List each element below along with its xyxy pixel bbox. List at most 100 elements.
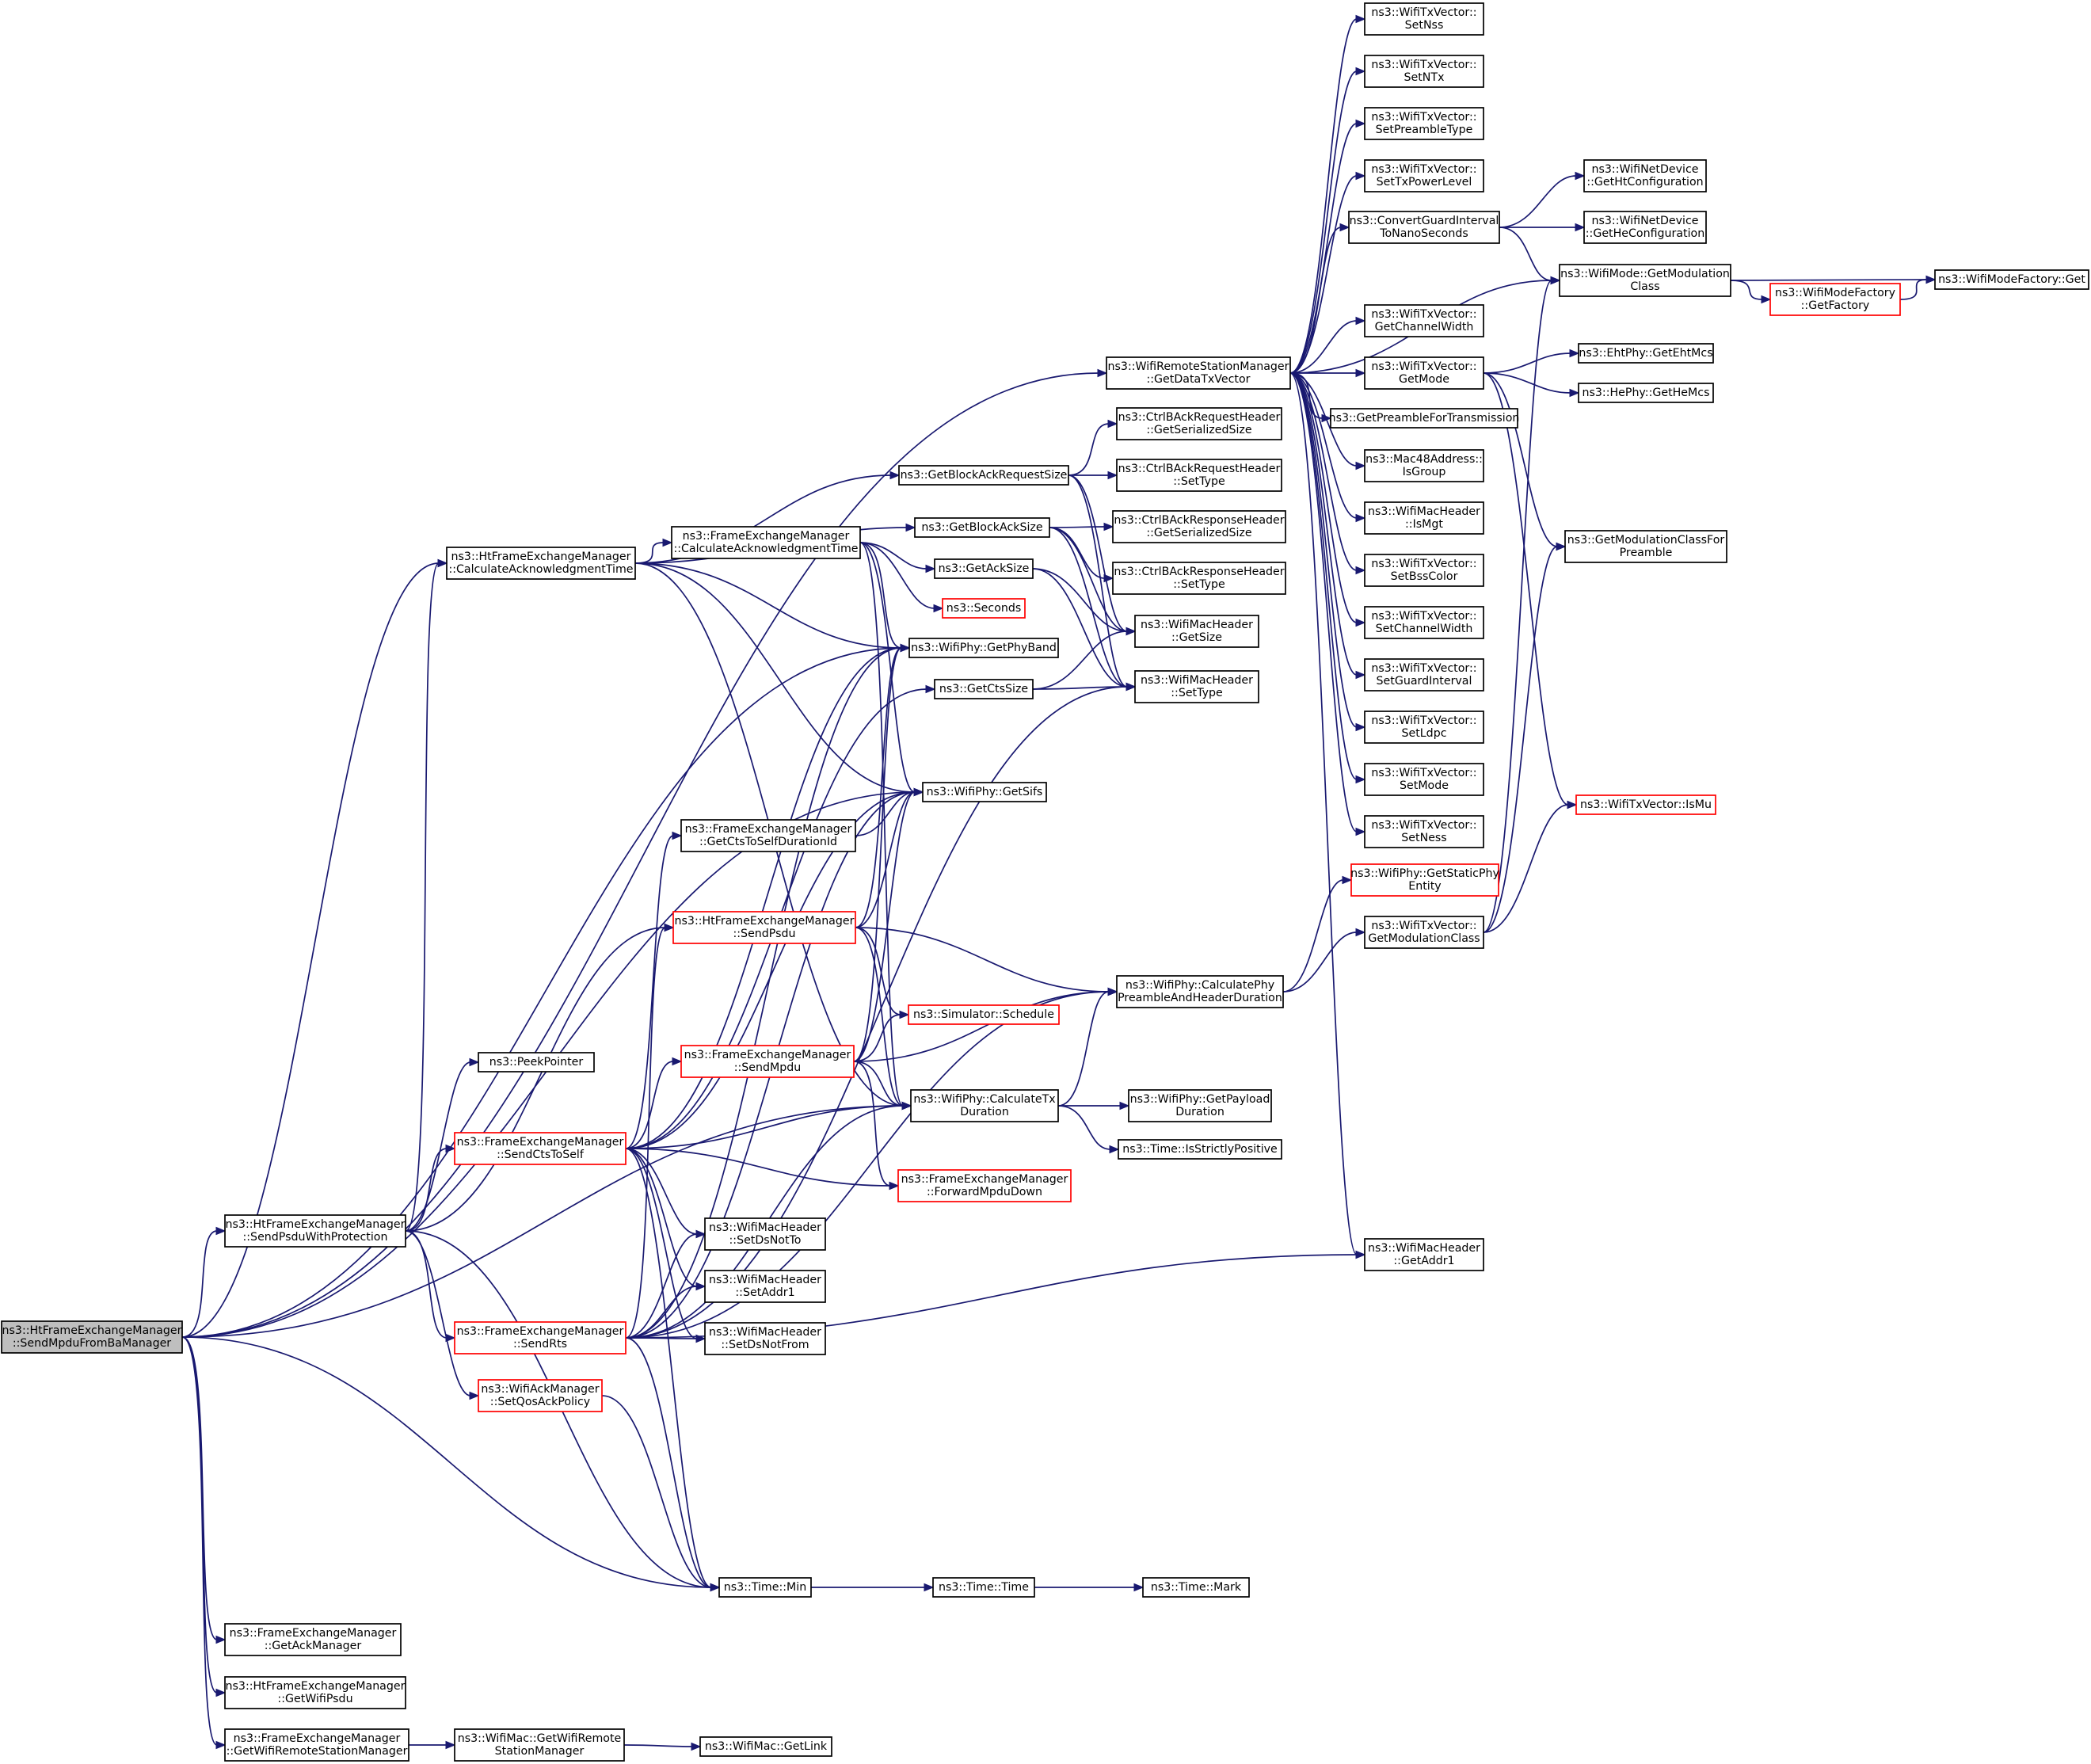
arrowhead [1569,349,1580,358]
node-txv-is-mu[interactable]: ns3::WifiTxVector::IsMu [1575,794,1716,815]
node-label: ns3::WifiMac::GetLink [705,1740,828,1753]
edge-root-to-get-wifi-rsm [181,1336,218,1746]
node-set-channel-width[interactable]: ns3::WifiTxVector::SetChannelWidth [1364,606,1484,639]
node-set-qos-ack-policy[interactable]: ns3::WifiAckManager::SetQosAckPolicy [478,1379,603,1412]
node-box [914,517,1050,538]
node-label: ns3::CtrlBAckResponseHeader [1114,566,1284,578]
edge-get-data-tx-vector-to-is-group [1289,372,1358,467]
node-get-sifs[interactable]: ns3::WifiPhy::GetSifs [922,782,1047,802]
node-ht-send-psdu[interactable]: ns3::HtFrameExchangeManager::SendPsdu [672,911,856,944]
node-box [1364,711,1484,744]
node-get-he-config[interactable]: ns3::WifiNetDevice::GetHeConfiguration [1583,211,1707,244]
node-fem-calc-ack[interactable]: ns3::FrameExchangeManager::CalculateAckn… [671,526,861,559]
node-mac-get-wifi-rsm[interactable]: ns3::WifiMac::GetWifiRemoteStationManage… [454,1728,625,1762]
node-get-bar-size[interactable]: ns3::GetBlockAckRequestSize [898,465,1069,486]
node-get-addr1[interactable]: ns3::WifiMacHeader::GetAddr1 [1364,1238,1484,1271]
node-set-ldpc[interactable]: ns3::WifiTxVector::SetLdpc [1364,711,1484,744]
node-label: Preamble [1620,547,1673,559]
node-get-wifi-rsm[interactable]: ns3::FrameExchangeManager::GetWifiRemote… [224,1728,409,1762]
node-set-tx-power-level[interactable]: ns3::WifiTxVector::SetTxPowerLevel [1364,159,1484,192]
node-bar-set-type[interactable]: ns3::CtrlBAckRequestHeader::SetType [1116,459,1282,492]
node-label: ns3::CtrlBAckResponseHeader [1114,514,1284,527]
edge-fem-send-mpdu-to-schedule [853,1014,901,1062]
node-mode-factory-get-factory[interactable]: ns3::WifiModeFactory::GetFactory [1769,283,1901,316]
node-time-time[interactable]: ns3::Time::Time [932,1577,1035,1598]
node-mac-hdr-set-type[interactable]: ns3::WifiMacHeader::SetType [1134,670,1259,703]
node-label: ns3::GetModulationClassFor [1567,534,1725,547]
node-is-mgt[interactable]: ns3::WifiMacHeader::IsMgt [1364,501,1484,535]
node-set-guard-interval[interactable]: ns3::WifiTxVector::SetGuardInterval [1364,658,1484,692]
node-box [1364,606,1484,639]
node-label: ns3::WifiTxVector:: [1371,59,1476,71]
node-schedule[interactable]: ns3::Simulator::Schedule [908,1004,1060,1025]
node-get-ack-manager[interactable]: ns3::FrameExchangeManager::GetAckManager [224,1623,402,1656]
node-seconds[interactable]: ns3::Seconds [942,598,1026,619]
node-box [1364,501,1484,535]
node-set-ds-not-to[interactable]: ns3::WifiMacHeader::SetDsNotTo [704,1217,826,1251]
node-set-ness[interactable]: ns3::WifiTxVector::SetNess [1364,815,1484,848]
node-get-cts-to-self-dur[interactable]: ns3::FrameExchangeManager::GetCtsToSelfD… [680,819,856,852]
node-fem-send-mpdu[interactable]: ns3::FrameExchangeManager::SendMpdu [680,1045,855,1078]
node-get-ba-size[interactable]: ns3::GetBlockAckSize [914,517,1050,538]
node-he-get-mcs[interactable]: ns3::HePhy::GetHeMcs [1578,383,1714,403]
node-send-psdu-with-prot[interactable]: ns3::HtFrameExchangeManager::SendPsduWit… [224,1214,406,1248]
node-set-bss-color[interactable]: ns3::WifiTxVector::SetBssColor [1364,554,1484,587]
node-mac-hdr-get-size[interactable]: ns3::WifiMacHeader::GetSize [1134,615,1259,648]
arrowhead [1355,670,1366,680]
node-is-strictly-pos[interactable]: ns3::Time::IsStrictlyPositive [1118,1139,1282,1160]
node-ht-calc-ack[interactable]: ns3::HtFrameExchangeManager::CalculateAc… [446,547,636,580]
node-peek-pointer[interactable]: ns3::PeekPointer [478,1052,595,1072]
node-txv-get-mode[interactable]: ns3::WifiTxVector::GetMode [1364,356,1484,390]
node-calc-phy-preamble[interactable]: ns3::WifiPhy::CalculatePhyPreambleAndHea… [1116,975,1284,1008]
edge-get-data-tx-vector-to-get-addr1 [1289,372,1358,1255]
node-get-ht-config[interactable]: ns3::WifiNetDevice::GetHtConfiguration [1583,159,1707,192]
node-set-ds-not-from[interactable]: ns3::WifiMacHeader::SetDsNotFrom [704,1322,826,1355]
node-get-data-tx-vector[interactable]: ns3::WifiRemoteStationManager::GetDataTx… [1106,356,1291,390]
node-set-mode[interactable]: ns3::WifiTxVector::SetMode [1364,763,1484,796]
node-is-group[interactable]: ns3::Mac48Address::IsGroup [1364,449,1484,482]
arrowhead [900,643,911,653]
node-get-cts-size[interactable]: ns3::GetCtsSize [934,679,1034,699]
node-box [672,911,856,944]
node-label: ns3::WifiMacHeader [709,1326,821,1339]
edge-send-cts-to-self-to-set-ds-not-from [625,1148,698,1339]
edge-get-cts-to-self-dur-to-get-sifs [855,791,916,836]
node-bar-get-ser-size[interactable]: ns3::CtrlBAckRequestHeader::GetSerialize… [1116,407,1282,440]
node-ba-resp-set-type[interactable]: ns3::CtrlBAckResponseHeader::SetType [1112,562,1286,595]
node-time-min[interactable]: ns3::Time::Min [718,1577,812,1598]
node-txv-get-mod-class[interactable]: ns3::WifiTxVector::GetModulationClass [1364,916,1484,949]
node-send-cts-to-self[interactable]: ns3::FrameExchangeManager::SendCtsToSelf [454,1132,627,1165]
node-box [224,1214,406,1248]
node-set-addr1[interactable]: ns3::WifiMacHeader::SetAddr1 [704,1270,826,1303]
node-ba-resp-get-ser-size[interactable]: ns3::CtrlBAckResponseHeader::GetSerializ… [1112,510,1286,543]
node-mac-get-link[interactable]: ns3::WifiMac::GetLink [699,1736,832,1757]
edge-fem-send-mpdu-to-get-sifs [853,791,916,1062]
node-root[interactable]: ns3::HtFrameExchangeManager::SendMpduFro… [1,1320,183,1354]
node-send-rts[interactable]: ns3::FrameExchangeManager::SendRts [454,1321,627,1354]
node-mode-factory-get[interactable]: ns3::WifiModeFactory::Get [1934,269,2089,290]
node-get-preamble-for-tx[interactable]: ns3::GetPreambleForTransmission [1329,408,1520,429]
node-label: ns3::WifiTxVector:: [1371,111,1476,124]
node-box [1112,562,1286,595]
node-set-preamble-type[interactable]: ns3::WifiTxVector::SetPreambleType [1364,107,1484,140]
node-forward-mpdu[interactable]: ns3::FrameExchangeManager::ForwardMpduDo… [897,1169,1072,1202]
edge-get-data-tx-vector-to-set-mode [1289,372,1358,780]
node-get-channel-width[interactable]: ns3::WifiTxVector::GetChannelWidth [1364,304,1484,337]
edge-ht-send-psdu-to-get-sifs [855,791,916,928]
node-box [1578,383,1714,403]
node-eht-get-mcs[interactable]: ns3::EhtPhy::GetEhtMcs [1578,343,1714,364]
node-mode-get-mod-class[interactable]: ns3::WifiMode::GetModulationClass [1559,264,1731,297]
node-get-ack-size[interactable]: ns3::GetAckSize [934,558,1034,579]
node-get-phy-band[interactable]: ns3::WifiPhy::GetPhyBand [908,638,1059,658]
edge-send-psdu-with-prot-to-ht-calc-ack [405,562,440,1232]
node-time-mark[interactable]: ns3::Time::Mark [1142,1577,1250,1598]
node-set-ntx[interactable]: ns3::WifiTxVector::SetNTx [1364,55,1484,88]
node-get-wifi-psdu[interactable]: ns3::HtFrameExchangeManager::GetWifiPsdu [224,1676,406,1709]
node-label: ns3::WifiTxVector::IsMu [1580,798,1712,811]
node-set-nss[interactable]: ns3::WifiTxVector::SetNss [1364,2,1484,36]
